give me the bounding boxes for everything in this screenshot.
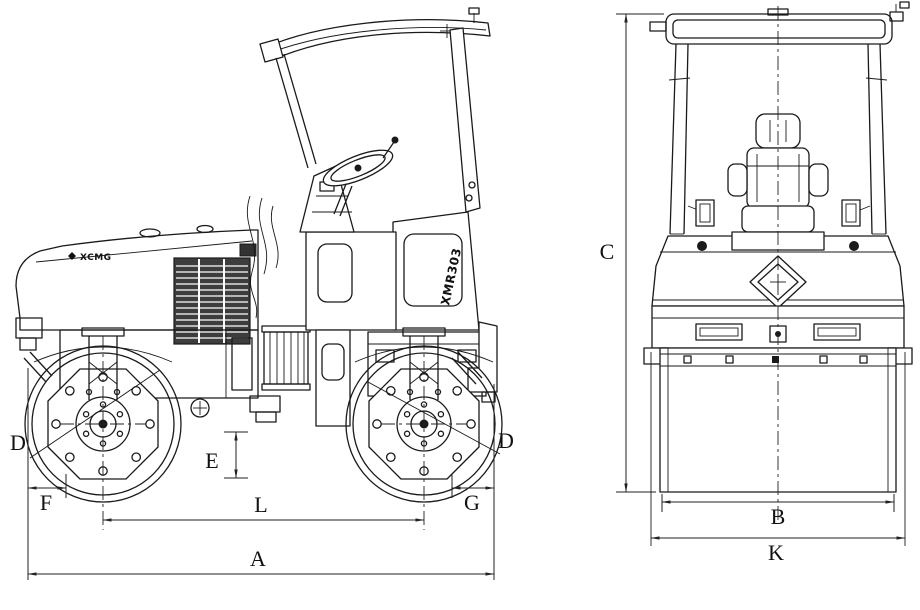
- front-body: [651, 235, 905, 309]
- control-lever: [382, 141, 395, 159]
- canopy-post-right: [879, 43, 887, 235]
- canopy: [259, 7, 491, 213]
- operator-platform: [299, 136, 399, 427]
- hydraulic-hoses: [246, 195, 279, 319]
- armrest-right: [808, 163, 829, 197]
- dim-leader-D-rear: [367, 381, 501, 455]
- engine-grille: [173, 257, 251, 345]
- tank-cap-right: [849, 241, 859, 251]
- front-view: [643, 1, 913, 524]
- front-canopy: [649, 1, 910, 235]
- hood-badge: [239, 243, 257, 257]
- tank-cap-left: [697, 241, 707, 251]
- dim-label-A: A: [250, 546, 266, 571]
- brand-logo-icon: [68, 252, 76, 260]
- side-dimensions: A L F G E D D: [10, 336, 514, 580]
- dim-label-E: E: [205, 448, 218, 473]
- operator-seat: [687, 113, 871, 251]
- dim-leader-D-front: [29, 369, 161, 459]
- dim-label-D-front: D: [10, 430, 26, 455]
- engine-hood: XCMG: [15, 224, 259, 345]
- canopy-post-left: [669, 43, 677, 235]
- dim-label-B: B: [771, 504, 786, 529]
- dim-label-K: K: [768, 540, 784, 565]
- canopy-rear-post: [449, 27, 481, 213]
- brand-text: XCMG: [80, 253, 112, 263]
- front-dimensions: C B K: [600, 13, 906, 565]
- front-frame: [15, 317, 281, 423]
- dim-label-G: G: [464, 490, 480, 515]
- dim-label-L: L: [254, 492, 267, 517]
- front-scraper: [29, 351, 53, 377]
- articulation-bellows: [261, 325, 311, 391]
- mirror-right: [841, 199, 861, 227]
- armrest-left: [727, 163, 748, 197]
- dim-label-F: F: [40, 490, 52, 515]
- mirror-left: [695, 199, 715, 227]
- steering-wheel: [322, 149, 394, 187]
- beacon-icon: [468, 7, 480, 15]
- side-view: XCMG XMR303: [15, 7, 503, 503]
- dim-label-C: C: [600, 239, 615, 264]
- dim-label-D-rear: D: [498, 428, 514, 453]
